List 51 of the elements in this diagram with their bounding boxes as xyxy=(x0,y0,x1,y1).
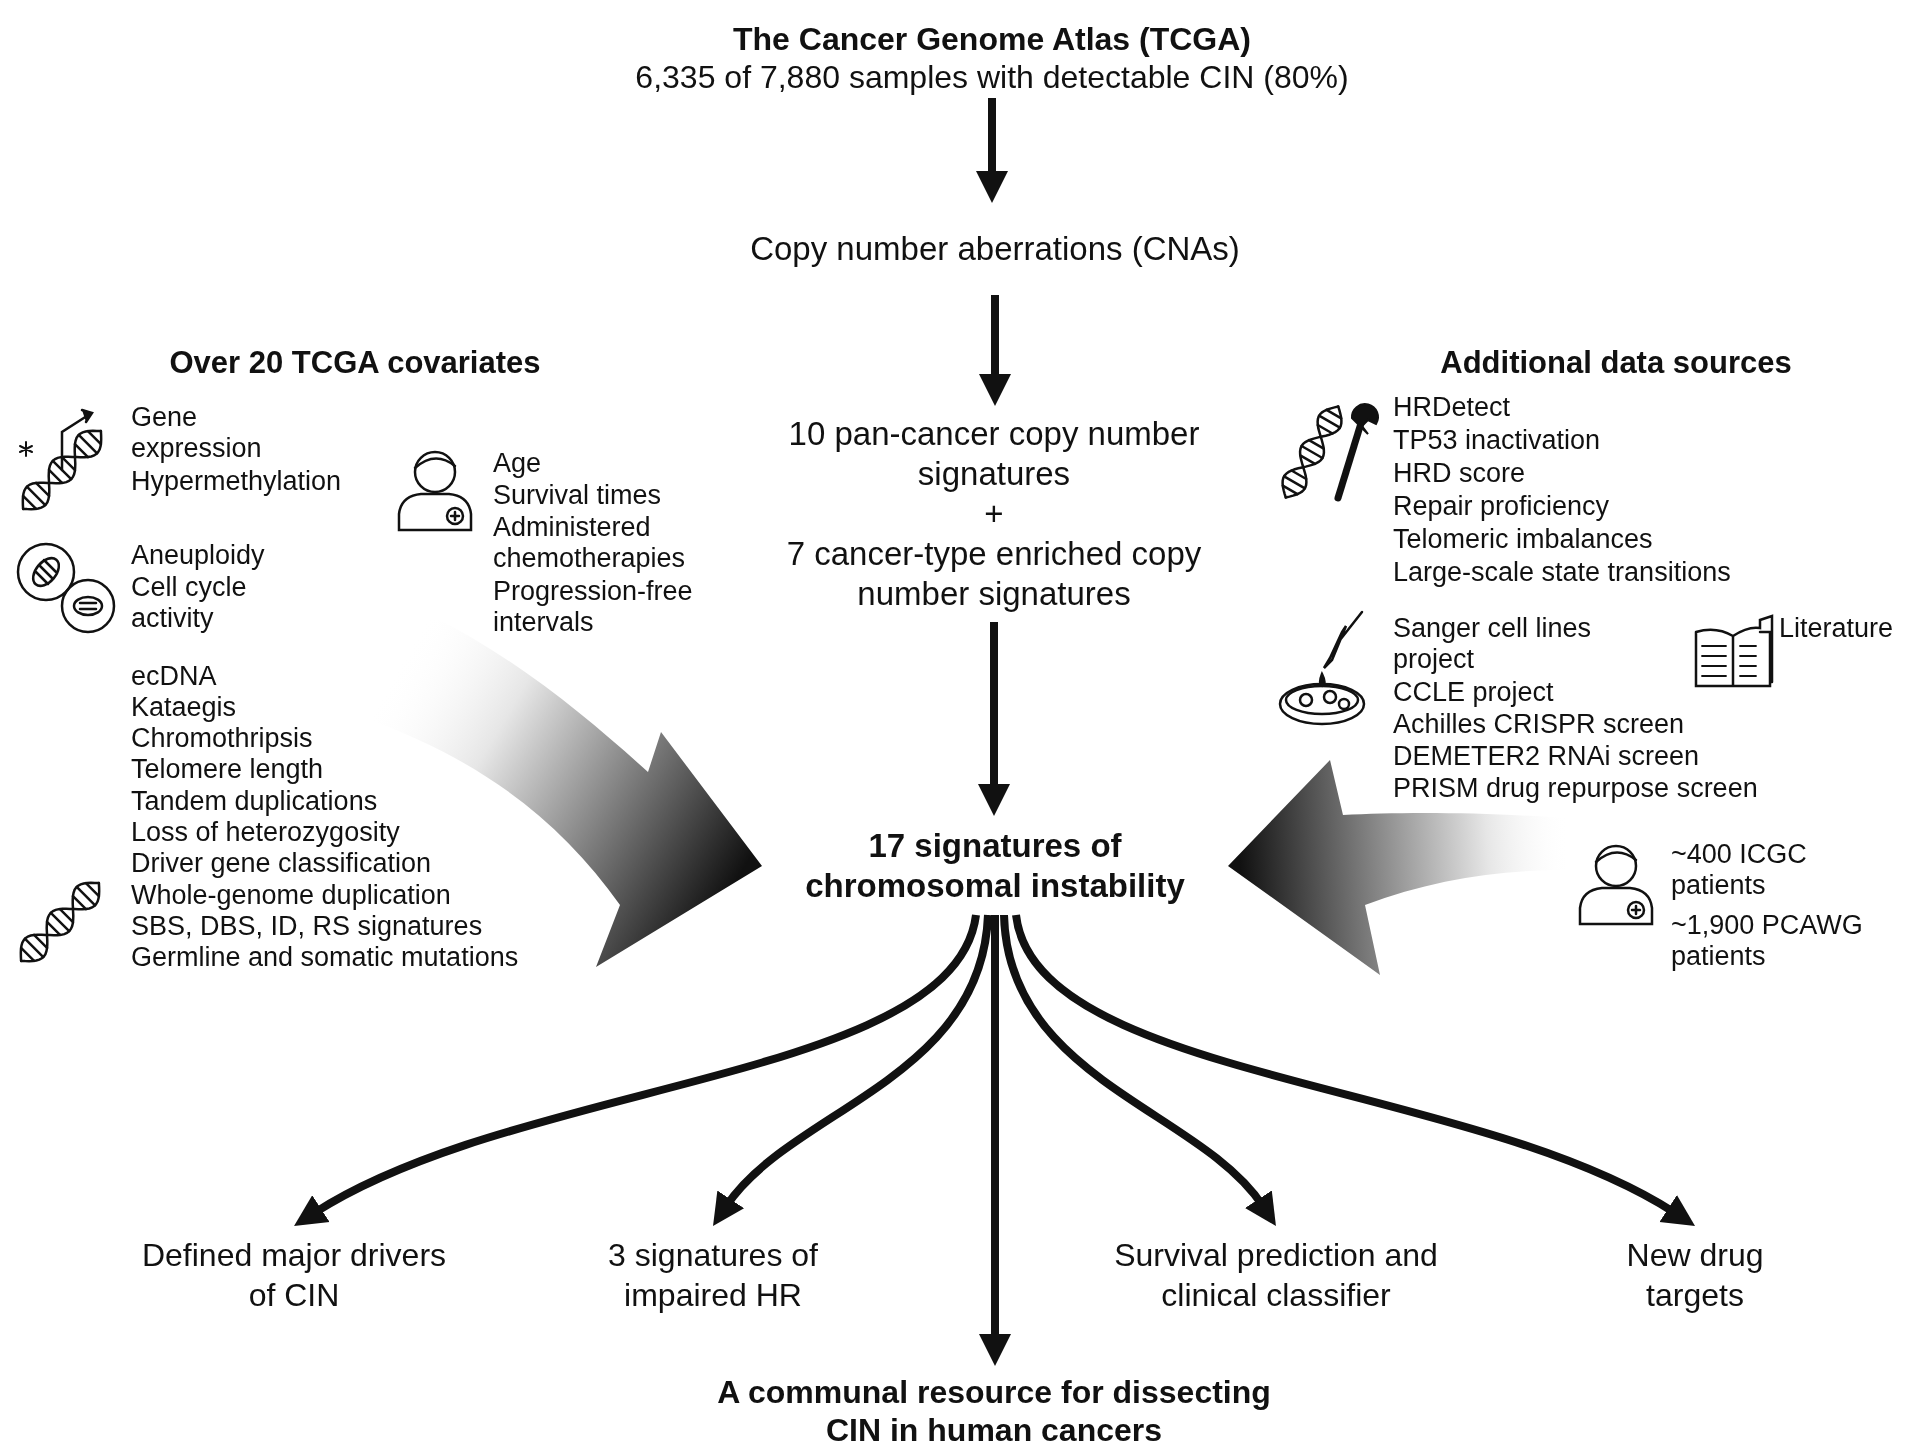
arrow xyxy=(711,914,992,1225)
panel-heading: Additional data sources xyxy=(1440,345,1792,381)
list-item: HRDetect xyxy=(1393,392,1511,423)
list-item: Tandem duplications xyxy=(131,786,378,817)
list-item: Administered chemotherapies xyxy=(493,512,687,574)
list-item: Age xyxy=(493,448,542,479)
outcome-text: Defined major drivers of CIN xyxy=(140,1236,448,1315)
step-text: Copy number aberrations (CNAs) xyxy=(750,229,1240,269)
list-item: HRD score xyxy=(1393,458,1526,489)
step-text: + xyxy=(984,494,1004,534)
list-item: Telomeric imbalances xyxy=(1393,524,1653,555)
list-item: Achilles CRISPR screen xyxy=(1393,709,1685,740)
list-item: Survival times xyxy=(493,480,662,511)
list-item: Whole-genome duplication xyxy=(131,880,451,911)
list-item: ~400 ICGC patients xyxy=(1671,839,1808,901)
list-item: Germline and somatic mutations xyxy=(131,942,519,973)
step-text: 7 cancer-type enriched copy number signatures xyxy=(785,534,1203,614)
arrow xyxy=(1012,913,1696,1225)
step-text: 10 pan-cancer copy number signatures xyxy=(787,414,1201,494)
title-text: 6,335 of 7,880 samples with detectable CIN (80%) xyxy=(635,58,1349,96)
list-item: ~1,900 PCAWG patients xyxy=(1671,910,1864,972)
panel-heading: Over 20 TCGA covariates xyxy=(169,345,541,381)
outcome-text: 3 signatures of impaired HR xyxy=(607,1236,819,1315)
list-item: Sanger cell lines project xyxy=(1393,613,1593,675)
arrow xyxy=(293,913,980,1225)
list-item: TP53 inactivation xyxy=(1393,425,1601,456)
result-text: 17 signatures of chromosomal instability xyxy=(804,825,1186,906)
list-item: Hypermethylation xyxy=(131,466,342,497)
arrow xyxy=(1000,914,1278,1225)
title-text: The Cancer Genome Atlas (TCGA) xyxy=(733,20,1251,58)
list-item: Chromothripsis xyxy=(131,723,313,754)
list-item: Driver gene classification xyxy=(131,848,432,879)
list-item: SBS, DBS, ID, RS signatures xyxy=(131,911,483,942)
resource-text: A communal resource for dissecting CIN in human cancers xyxy=(716,1372,1272,1449)
list-item: DEMETER2 RNAi screen xyxy=(1393,741,1700,772)
list-item: Telomere length xyxy=(131,754,324,785)
list-item: Gene expression xyxy=(131,402,263,464)
list-item: CCLE project xyxy=(1393,677,1554,708)
list-item: Kataegis xyxy=(131,692,237,723)
outcome-text: New drug targets xyxy=(1625,1236,1765,1315)
list-item: Aneuploidy xyxy=(131,540,265,571)
list-item: PRISM drug repurpose screen xyxy=(1393,773,1758,804)
list-item: ecDNA xyxy=(131,661,217,692)
list-item: Literature xyxy=(1779,613,1894,644)
list-item: Cell cycle activity xyxy=(131,572,248,634)
arrow xyxy=(979,915,1011,1366)
list-item: Large-scale state transitions xyxy=(1393,557,1731,588)
outcome-text: Survival prediction and clinical classifier xyxy=(1113,1236,1439,1315)
list-item: Progression-free intervals xyxy=(493,576,694,638)
list-item: Repair proficiency xyxy=(1393,491,1610,522)
list-item: Loss of heterozygosity xyxy=(131,817,400,848)
